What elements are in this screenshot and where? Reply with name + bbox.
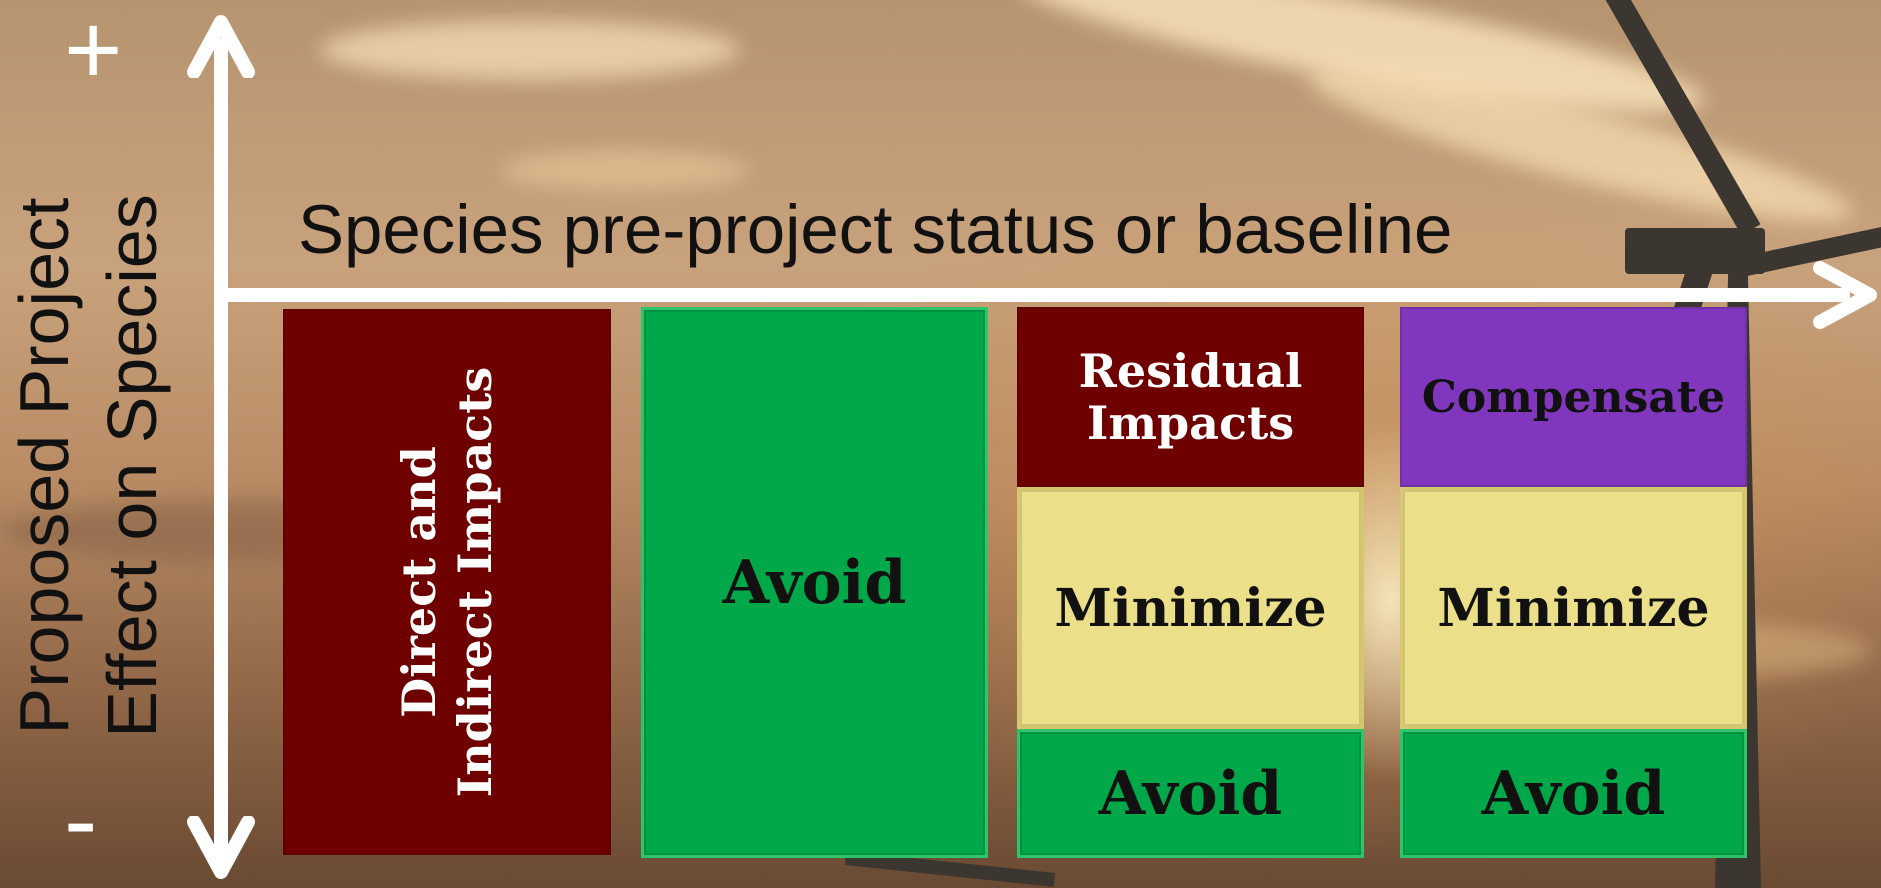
y-axis-up-arrowhead [187,15,255,78]
plus-sign: + [64,0,123,106]
avoid-label: Avoid [1481,758,1666,829]
direct-indirect-impacts-line1: Direct and [392,446,446,718]
y-axis-label: Proposed Project Effect on Species [0,156,178,776]
x-axis-line [214,288,1850,302]
residual-impacts-box: Residual Impacts [1017,307,1364,487]
avoid-box: Avoid [1400,729,1747,858]
minimize-box: Minimize [1400,487,1747,729]
compensate-label: Compensate [1421,371,1726,423]
x-axis-right-arrowhead [1813,261,1877,329]
minimize-label: Minimize [1437,577,1710,639]
avoid-label: Avoid [1098,758,1283,829]
avoid-label: Avoid [722,547,907,618]
x-axis-label: Species pre-project status or baseline [298,191,1453,268]
direct-indirect-impacts-box: Direct and Indirect Impacts [283,309,611,855]
residual-impacts-line1: Residual [1078,344,1303,398]
y-axis-label-line2: Effect on Species [93,194,171,738]
avoid-box-full: Avoid [641,307,988,858]
y-axis-down-arrowhead [187,816,255,879]
y-axis-label-line1: Proposed Project [5,197,83,735]
y-axis-line [214,38,228,860]
avoid-box: Avoid [1017,729,1364,858]
minimize-label: Minimize [1054,577,1327,639]
residual-impacts-line2: Impacts [1086,396,1295,450]
compensate-box: Compensate [1400,307,1747,487]
cloud [500,150,750,190]
direct-indirect-impacts-line2: Indirect Impacts [448,366,502,798]
direct-indirect-impacts-label: Direct and Indirect Impacts [357,322,537,842]
minus-sign: - [64,764,98,876]
cloud [320,20,740,80]
minimize-box: Minimize [1017,487,1364,729]
